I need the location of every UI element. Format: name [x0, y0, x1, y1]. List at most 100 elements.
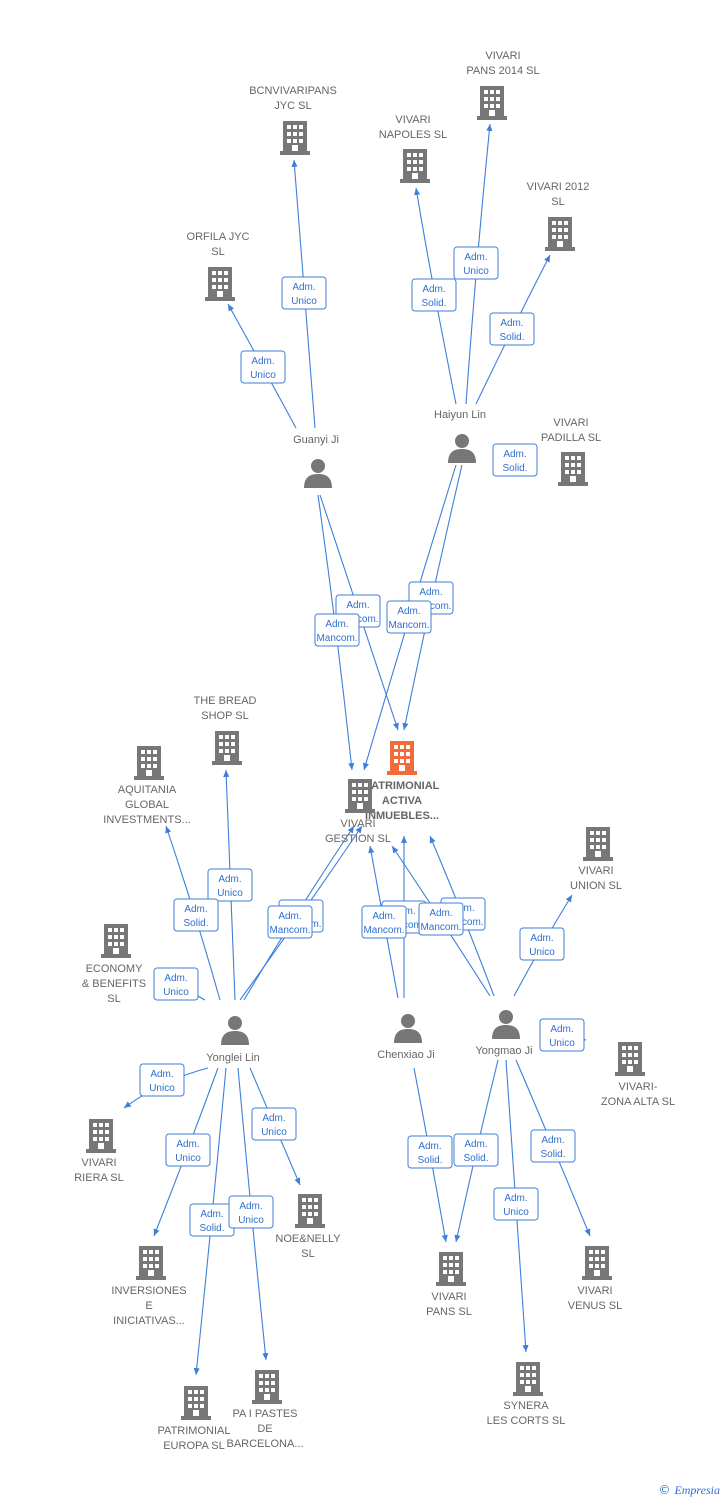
building-icon — [345, 779, 375, 813]
node-label-line: INVESTMENTS... — [103, 814, 190, 826]
edge-label-yongmao_ji-to-vivari_union[interactable]: Adm.Unico — [519, 927, 565, 961]
edge-label-yonglei_lin-to-the_bread_shop[interactable]: Adm.Unico — [207, 868, 253, 902]
edge-label-line: Adm. — [372, 911, 395, 922]
edge-label-guanyi_ji-to-bcnvivaripans[interactable]: Adm.Unico — [281, 276, 327, 310]
edge-label-line: Solid. — [199, 1223, 224, 1234]
edge-label-line: Adm. — [278, 911, 301, 922]
edge-label-yonglei_lin-to-economy_benefits[interactable]: Adm.Unico — [153, 967, 199, 1001]
edge-label-haiyun_lin-to-vivari_gestion[interactable]: Adm.Mancom. — [386, 600, 432, 634]
node-label-line: JYC SL — [274, 100, 311, 112]
footer-brand[interactable]: ©Empresia — [658, 1483, 720, 1498]
node-label-line: Yongmao Ji — [475, 1045, 532, 1057]
edge-label-haiyun_lin-to-vivari_pans_2014[interactable]: Adm.Unico — [453, 246, 499, 280]
brand-logo: Empresia — [674, 1483, 720, 1497]
node-vivari-zona-alta[interactable]: VIVARI-ZONA ALTA SL — [601, 1042, 675, 1108]
edge-label-yongmao_ji-to-synera[interactable]: Adm.Unico — [493, 1187, 539, 1221]
node-aquitania[interactable]: AQUITANIAGLOBALINVESTMENTS... — [103, 746, 191, 826]
edge-label-box — [314, 613, 360, 647]
node-label-line: GLOBAL — [125, 799, 169, 811]
edge-label-yonglei_lin-to-patrimonial_europa[interactable]: Adm.Solid. — [189, 1203, 235, 1237]
edge-label-yonglei_lin-to-vivari_riera[interactable]: Adm.Unico — [139, 1063, 185, 1097]
node-yongmao-ji[interactable]: Yongmao Ji — [475, 1010, 533, 1057]
edge-label-line: Adm. — [176, 1139, 199, 1150]
node-vivari-padilla[interactable]: VIVARI PADILLA SL — [541, 417, 601, 486]
edge-label-yongmao_ji-to-vivari_gestion[interactable]: Adm.Mancom. — [418, 902, 464, 936]
node-label-line: PADILLA SL — [541, 432, 601, 444]
node-economy-benefits[interactable]: ECONOMY & BENEFITS SL — [82, 924, 146, 1005]
node-label-line: UNION SL — [570, 880, 622, 892]
node-label-line: VIVARI — [553, 417, 588, 429]
edge-label-haiyun_lin-to-vivari_2012[interactable]: Adm.Solid. — [489, 312, 535, 346]
edge-label-yonglei_lin-to-pa_i_pastes[interactable]: Adm.Unico — [228, 1195, 274, 1229]
edge-label-yongmao_ji-to-vivari_venus[interactable]: Adm.Solid. — [530, 1129, 576, 1163]
edge-label-guanyi_ji-to-orfila_jyc[interactable]: Adm.Unico — [240, 350, 286, 384]
edge-label-line: Adm. — [504, 1193, 527, 1204]
edge-label-haiyun_lin-to-vivari_padilla[interactable]: Adm.Solid. — [492, 443, 538, 477]
edge-label-yonglei_lin-to-vivari_gestion[interactable]: Adm.Mancom. — [267, 905, 313, 939]
edge-label-yongmao_ji-to-vivari_zona_alta[interactable]: Adm.Unico — [539, 1018, 585, 1052]
node-label-line: VIVARI 2012 — [527, 181, 590, 193]
edge-label-guanyi_ji-to-vivari_gestion[interactable]: Adm.Mancom. — [314, 613, 360, 647]
edge-label-chenxiao_ji-to-vivari_pans[interactable]: Adm.Solid. — [407, 1135, 453, 1169]
node-guanyi-ji[interactable]: Guanyi Ji — [293, 434, 339, 488]
node-label-line: VIVARI — [431, 1291, 466, 1303]
edge-label-haiyun_lin-to-vivari_napoles[interactable]: Adm. Solid. — [411, 278, 457, 312]
node-pa-i-pastes[interactable]: PA I PASTESDEBARCELONA... — [226, 1370, 304, 1450]
building-icon — [181, 1386, 211, 1420]
node-label-line: SL — [107, 993, 120, 1005]
edge-label-box — [267, 905, 313, 939]
edge-label-box — [240, 350, 286, 384]
edge-label-box — [489, 312, 535, 346]
node-patrimonial-activa[interactable]: PATRIMONIALACTIVAINMUEBLES... — [365, 741, 440, 822]
edge-label-line: Adm. — [419, 587, 442, 598]
node-label-line: BARCELONA... — [226, 1438, 303, 1450]
node-label-line: Chenxiao Ji — [377, 1049, 434, 1061]
node-chenxiao-ji[interactable]: Chenxiao Ji — [377, 1014, 435, 1061]
edge-label-line: Adm. — [418, 1141, 441, 1152]
edge-label-line: Adm. — [292, 282, 315, 293]
edge-label-line: Solid. — [540, 1149, 565, 1160]
edge-label-box — [418, 902, 464, 936]
edge-label-yonglei_lin-to-inversiones[interactable]: Adm.Unico — [165, 1133, 211, 1167]
edge-label-line: Adm. — [422, 284, 445, 295]
node-haiyun-lin[interactable]: Haiyun Lin — [434, 409, 486, 463]
node-vivari-pans-2014[interactable]: VIVARIPANS 2014 SL — [466, 50, 540, 120]
edge-label-line: Adm. — [500, 318, 523, 329]
edge-label-line: Adm. — [262, 1113, 285, 1124]
node-yonglei-lin[interactable]: Yonglei Lin — [206, 1016, 260, 1064]
node-vivari-pans[interactable]: VIVARIPANS SL — [426, 1252, 472, 1318]
node-inversiones[interactable]: INVERSIONESEINICIATIVAS... — [111, 1246, 187, 1327]
person-icon — [448, 434, 476, 463]
edge-label-line: Solid. — [421, 298, 446, 309]
edge-labels-layer: Adm.UnicoAdm.UnicoAdm.UnicoAdm.Solid.Adm… — [139, 246, 585, 1237]
edge-label-line: Adm. — [251, 356, 274, 367]
node-label-line: ECONOMY — [86, 963, 144, 975]
node-label-line: VENUS SL — [568, 1300, 622, 1312]
node-label-line: NAPOLES SL — [379, 129, 447, 141]
edge-label-yongmao_ji-to-vivari_pans[interactable]: Adm.Solid. — [453, 1133, 499, 1167]
edge-label-yonglei_lin-to-noe_nelly[interactable]: Adm.Unico — [251, 1107, 297, 1141]
edge-label-box — [530, 1129, 576, 1163]
node-label-line: Yonglei Lin — [206, 1052, 259, 1064]
edge-label-chenxiao_ji-to-vivari_gestion[interactable]: Adm.Mancom. — [361, 905, 407, 939]
copyright-icon: © — [658, 1483, 671, 1497]
edge-label-yonglei_lin-to-aquitania[interactable]: Adm.Solid. — [173, 898, 219, 932]
building-icon — [252, 1370, 282, 1404]
edge-label-line: Unico — [217, 888, 243, 899]
building-icon — [101, 924, 131, 958]
edge-label-line: Unico — [529, 947, 555, 958]
edge-label-box — [165, 1133, 211, 1167]
node-label-line: & BENEFITS — [82, 978, 146, 990]
